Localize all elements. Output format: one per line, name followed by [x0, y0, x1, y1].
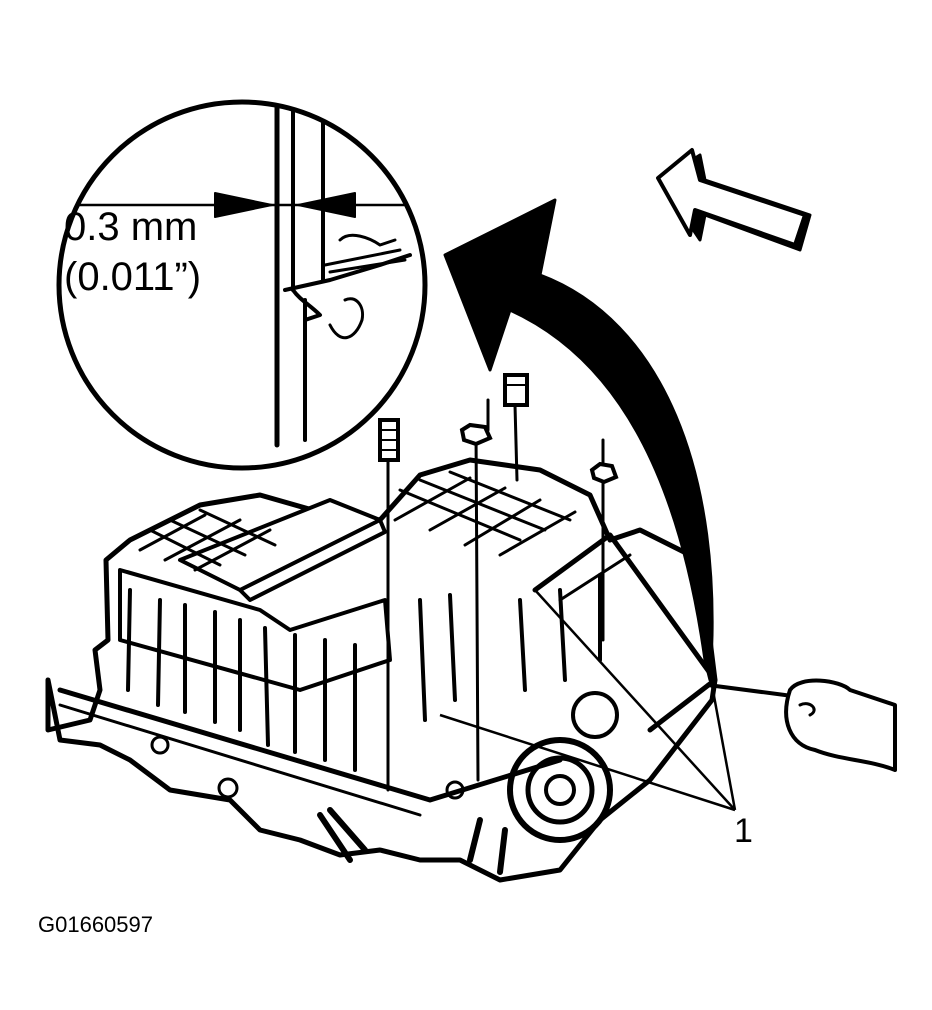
stud-bolts [378, 373, 619, 792]
callout-number-1: 1 [734, 812, 753, 850]
clearance-inch-label: (0.011”) [64, 255, 202, 299]
stud-right [589, 438, 619, 642]
bolt-top [503, 373, 529, 482]
engine-block [45, 457, 718, 883]
figure-id: G01660597 [38, 912, 153, 937]
detail-magnifier [56, 99, 428, 471]
front-direction-arrow-icon [656, 148, 812, 252]
hand-with-feeler-gauge [706, 678, 897, 772]
clearance-mm-label: 0.3 mm [64, 205, 198, 249]
stud-center [459, 422, 493, 782]
curved-arrow-icon [443, 198, 714, 682]
bolt-left [378, 418, 400, 792]
